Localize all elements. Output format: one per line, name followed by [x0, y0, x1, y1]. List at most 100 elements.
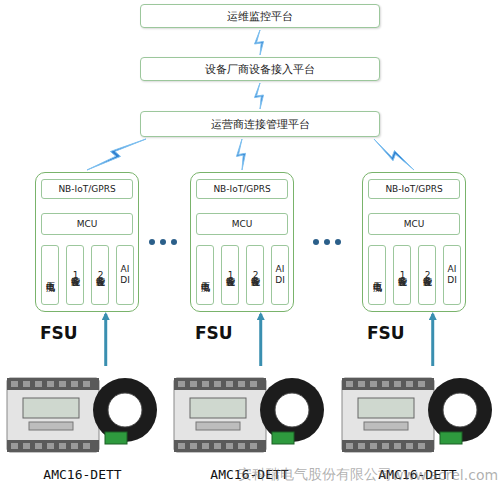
terminal-screw: [358, 443, 365, 449]
meter-body: [7, 378, 99, 452]
box-label: MCU: [232, 219, 253, 229]
unit-name: FSU: [40, 323, 78, 343]
terminal-strip: [342, 440, 434, 452]
fsu-unit: FSUNB-IoT/GPRSMCU电压电流智能设备1智能设备2AI DI: [362, 172, 466, 312]
terminal-screw: [59, 381, 66, 387]
terminal-screw: [382, 381, 389, 387]
unit-name: FSU: [367, 323, 405, 343]
meter-body: [342, 378, 434, 452]
terminal-screw: [11, 381, 18, 387]
fsu-unit: FSUNB-IoT/GPRSMCU电压电流智能设备1智能设备2AI DI: [190, 172, 294, 312]
terminal-screw: [71, 443, 78, 449]
ct-hole: [443, 393, 477, 427]
meter-screen: [23, 398, 79, 418]
box-label: 智能设备1: [71, 270, 80, 280]
dot: [160, 239, 166, 245]
terminal-screw: [226, 443, 233, 449]
terminal-screw: [382, 443, 389, 449]
box-label: NB-IoT/GPRS: [385, 184, 442, 194]
platform-box: 运维监控平台: [140, 4, 380, 28]
terminal-screw: [47, 381, 54, 387]
terminal-screw: [238, 443, 245, 449]
dot: [335, 239, 341, 245]
terminal-strip: [7, 378, 99, 390]
meter-device: AMC16-DETT: [340, 366, 495, 482]
terminal-screw: [190, 381, 197, 387]
platform-box: 运营商连接管理平台: [140, 111, 380, 137]
terminal-screw: [202, 381, 209, 387]
device-illustration: [340, 366, 495, 462]
terminal-screw: [178, 443, 185, 449]
module-box: 电压电流: [41, 245, 59, 305]
dot: [324, 239, 330, 245]
terminal-screw: [35, 443, 42, 449]
module-box: AI DI: [443, 245, 461, 305]
device-model: AMC16-DETT: [5, 467, 160, 482]
box-label: 运营商连接管理平台: [211, 117, 310, 132]
dot: [149, 239, 155, 245]
wireless-link: [237, 139, 246, 170]
box-label: 智能设备2: [251, 270, 260, 280]
terminal-screw: [11, 443, 18, 449]
meter-device: AMC16-DETT: [5, 366, 160, 482]
box-label: MCU: [404, 219, 425, 229]
meter-body: [174, 378, 266, 452]
meter-screen: [190, 398, 246, 418]
box-label: 设备厂商设备接入平台: [205, 62, 315, 77]
wireless-link: [87, 139, 146, 170]
box-label: 智能设备2: [96, 270, 105, 280]
watermark: 安科瑞电气股份有限公司: [238, 466, 392, 484]
module-box: MCU: [41, 213, 133, 235]
module-box: AI DI: [271, 245, 289, 305]
terminal-strip: [174, 378, 266, 390]
module-box: 智能设备1: [66, 245, 84, 305]
box-label: AI DI: [272, 264, 288, 286]
terminal-screw: [71, 381, 78, 387]
terminal-screw: [202, 443, 209, 449]
platform-box: 设备厂商设备接入平台: [140, 57, 380, 81]
terminal-strip: [7, 440, 99, 452]
box-label: NB-IoT/GPRS: [213, 184, 270, 194]
ct-hole: [108, 393, 142, 427]
wireless-link: [374, 139, 414, 170]
module-box: NB-IoT/GPRS: [368, 179, 460, 199]
module-box: NB-IoT/GPRS: [41, 179, 133, 199]
terminal-strip: [342, 378, 434, 390]
ct-terminal: [272, 432, 294, 444]
module-box: NB-IoT/GPRS: [196, 179, 288, 199]
terminal-screw: [250, 381, 257, 387]
data-arrow: [431, 314, 434, 366]
module-box: 智能设备1: [221, 245, 239, 305]
terminal-screw: [59, 443, 66, 449]
box-label: AI DI: [117, 264, 133, 286]
watermark: www.acrel.com: [392, 467, 498, 483]
terminal-screw: [358, 381, 365, 387]
data-arrow: [104, 314, 107, 366]
module-box: 智能设备2: [418, 245, 436, 305]
terminal-screw: [23, 443, 30, 449]
box-label: NB-IoT/GPRS: [58, 184, 115, 194]
terminal-screw: [250, 443, 257, 449]
terminal-screw: [214, 381, 221, 387]
terminal-screw: [370, 381, 377, 387]
terminal-screw: [346, 443, 353, 449]
data-arrow: [259, 314, 262, 366]
wireless-link: [255, 30, 264, 55]
terminal-screw: [226, 381, 233, 387]
box-label: MCU: [77, 219, 98, 229]
module-box: 智能设备2: [246, 245, 264, 305]
meter-device: AMC16-DETT: [172, 366, 327, 482]
terminal-screw: [47, 443, 54, 449]
module-box: 智能设备2: [91, 245, 109, 305]
terminal-screw: [418, 381, 425, 387]
box-label: 运维监控平台: [227, 9, 293, 24]
terminal-screw: [23, 381, 30, 387]
module-box: 电压电流: [368, 245, 386, 305]
module-box: AI DI: [116, 245, 134, 305]
module-box: MCU: [368, 213, 460, 235]
terminal-screw: [190, 443, 197, 449]
box-label: 智能设备2: [423, 270, 432, 280]
terminal-screw: [418, 443, 425, 449]
device-illustration: [172, 366, 327, 462]
device-illustration: [5, 366, 160, 462]
